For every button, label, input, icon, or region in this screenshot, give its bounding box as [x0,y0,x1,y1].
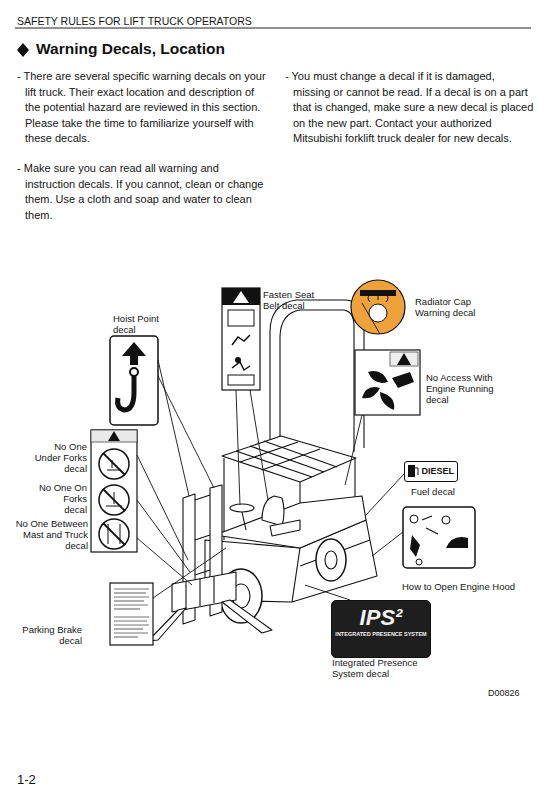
no-access-decal [355,350,420,415]
figure-code: D00826 [488,688,543,699]
forks-warning-decal [91,430,137,552]
running-header: SAFETY RULES FOR LIFT TRUCK OPERATORS [17,15,417,28]
leader-lines [137,303,404,600]
callout-label: No Access With Engine Running decal [426,372,506,405]
callout-label: Integrated Presence System decal [332,657,428,679]
parking-brake-decal [110,583,153,645]
forklift-drawing [148,300,377,641]
radiator-cap-decal [351,280,405,334]
callout-label: Fuel decal [411,486,491,497]
page-number: 1-2 [17,772,57,788]
decal-subtext: INTEGRATED PRESENCE SYSTEM [335,631,427,638]
callout-label: Parking Brake decal [14,624,82,646]
seat-belt-decal [222,288,260,390]
callout-label: Fasten Seat Belt decal [263,289,325,311]
callout-label: No One Between Mast and Truck decal [6,518,88,551]
ips-decal: IPS²INTEGRATED PRESENCE SYSTEM [331,600,431,658]
header-rule [15,28,531,29]
body-paragraph: - Make sure you can read all warning and… [17,161,267,223]
body-paragraph: - There are several specific warning dec… [17,69,267,147]
decal-text: IPS² [335,605,427,631]
callout-label: No One Under Forks decal [30,441,87,474]
callout-label: Hoist Point decal [113,313,175,335]
callout-label: No One On Forks decal [38,482,87,515]
fuel-pump-icon [408,465,418,477]
callout-label: How to Open Engine Hood [402,581,542,592]
decal-text: DIESEL [421,462,454,480]
engine-hood-decal [403,507,475,568]
page-title: Warning Decals, Location [36,40,225,58]
callout-label: Radiator Cap Warning decal [415,296,490,318]
body-paragraph: - You must change a decal if it is damag… [285,69,535,147]
hoist-point-decal [110,336,158,425]
title-bullet [17,43,29,57]
fuel-decal: DIESEL [404,461,458,482]
